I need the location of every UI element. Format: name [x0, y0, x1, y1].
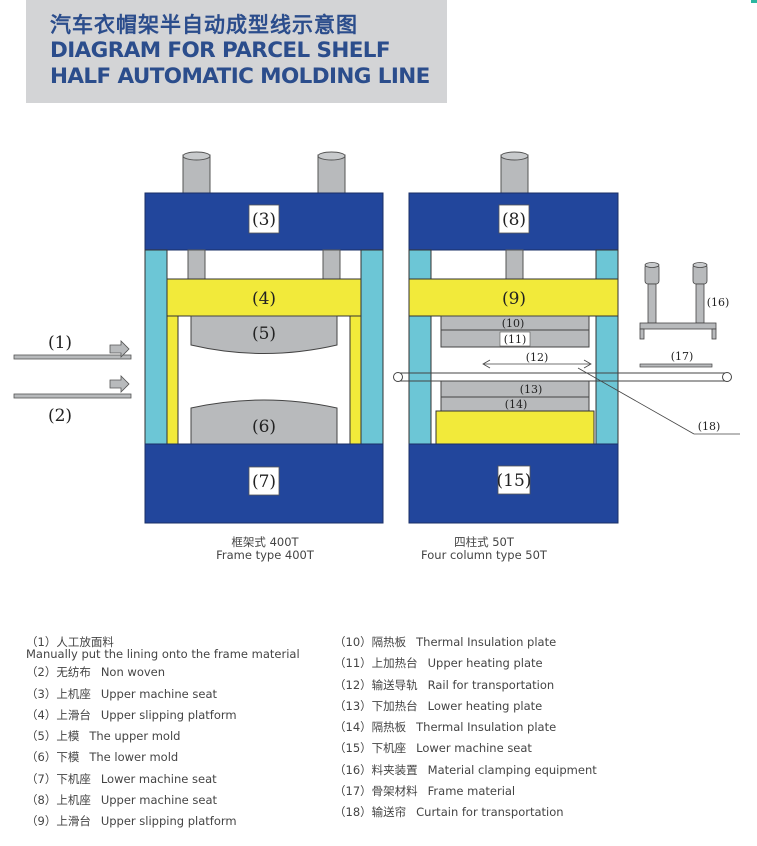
frame-type-caption: 框架式 400T Frame type 400T — [185, 536, 345, 562]
frame-column-right — [360, 249, 384, 445]
title-english-line-1: DIAGRAM FOR PARCEL SHELF — [50, 38, 391, 63]
svg-text:(14): (14) — [505, 398, 528, 411]
lower-mold-6 — [190, 399, 338, 445]
four-column-caption: 四柱式 50T Four column type 50T — [414, 536, 554, 562]
label-13: (13) — [520, 383, 543, 396]
guide-post-right — [349, 315, 362, 445]
cylinder-center-cap — [500, 151, 529, 161]
title-english-line-2: HALF AUTOMATIC MOLDING LINE — [50, 64, 430, 89]
svg-text:(10): (10) — [502, 317, 525, 330]
svg-text:(8): (8) — [502, 210, 526, 230]
svg-text:(11): (11) — [504, 333, 527, 346]
conveyor-curtain — [393, 372, 732, 382]
lower-yellow-platform — [435, 410, 595, 445]
svg-text:(3): (3) — [252, 210, 276, 230]
lower-machine-seat-7 — [144, 443, 384, 524]
upper-slipping-platform-9 — [408, 278, 619, 317]
cylinder-left-cap — [182, 151, 211, 161]
label-8: (8) — [498, 204, 530, 234]
svg-text:(9): (9) — [502, 289, 526, 309]
cylinder-right-cap — [317, 151, 346, 161]
label-11: (11) — [499, 331, 531, 347]
label-9: (9) — [502, 289, 526, 309]
label-5: (5) — [252, 324, 276, 344]
label-6: (6) — [252, 417, 276, 437]
feed-line-2: (2) — [13, 375, 132, 426]
upper-slipping-platform-4 — [166, 278, 362, 317]
four-column-caption-en: Four column type 50T — [421, 548, 547, 562]
label-3: (3) — [248, 204, 280, 234]
feed-line-1: (1) — [13, 333, 132, 360]
rail-arrow-12: (12) — [482, 351, 592, 369]
title-banner: 汽车衣帽架半自动成型线示意图 DIAGRAM FOR PARCEL SHELF … — [26, 0, 447, 103]
cylinder-left — [182, 154, 211, 194]
corner-accent — [751, 0, 757, 3]
lower-heating-plate-13 — [440, 380, 590, 398]
four-column-caption-cn: 四柱式 50T — [454, 535, 514, 549]
svg-text:(2): (2) — [48, 406, 72, 426]
guide-post-left — [166, 315, 179, 445]
svg-text:(15): (15) — [497, 471, 532, 491]
svg-text:(18): (18) — [698, 420, 721, 433]
svg-text:(6): (6) — [252, 417, 276, 437]
svg-text:(4): (4) — [252, 289, 276, 309]
upper-mold-5 — [190, 315, 338, 354]
frame-column-left — [144, 249, 168, 445]
svg-text:(5): (5) — [252, 324, 276, 344]
clamping-equipment-16: (16) — [639, 262, 730, 340]
svg-text:(13): (13) — [520, 383, 543, 396]
piston-rod-left — [187, 249, 206, 280]
frame-type-caption-en: Frame type 400T — [216, 548, 314, 562]
piston-rod-center — [505, 249, 524, 280]
label-4: (4) — [252, 289, 276, 309]
svg-text:(12): (12) — [526, 351, 549, 364]
svg-text:(7): (7) — [252, 472, 276, 492]
cylinder-right — [317, 154, 346, 194]
label-10: (10) — [502, 317, 525, 330]
title-chinese: 汽车衣帽架半自动成型线示意图 — [50, 13, 358, 37]
label-15: (15) — [497, 465, 532, 495]
molding-line-diagram: (3) (4) (5) (6) (7) (1) (2) — [13, 151, 740, 524]
cylinder-center — [500, 154, 529, 194]
legend-item-continued: Manually put the lining onto the frame m… — [26, 647, 300, 662]
frame-material-17: (17) — [639, 350, 713, 368]
frame-type-caption-cn: 框架式 400T — [231, 535, 299, 549]
svg-text:(16): (16) — [707, 296, 730, 309]
legend-item: （1）人工放面料 — [26, 635, 114, 649]
pointer-18: (18) — [577, 367, 740, 435]
piston-rod-right — [322, 249, 341, 280]
label-7: (7) — [248, 466, 280, 496]
label-14: (14) — [505, 398, 528, 411]
legend-left: （1）人工放面料 Manually put the lining onto th… — [26, 632, 300, 833]
svg-text:(17): (17) — [671, 350, 694, 363]
svg-text:(1): (1) — [48, 333, 72, 353]
frame-press — [144, 151, 384, 524]
